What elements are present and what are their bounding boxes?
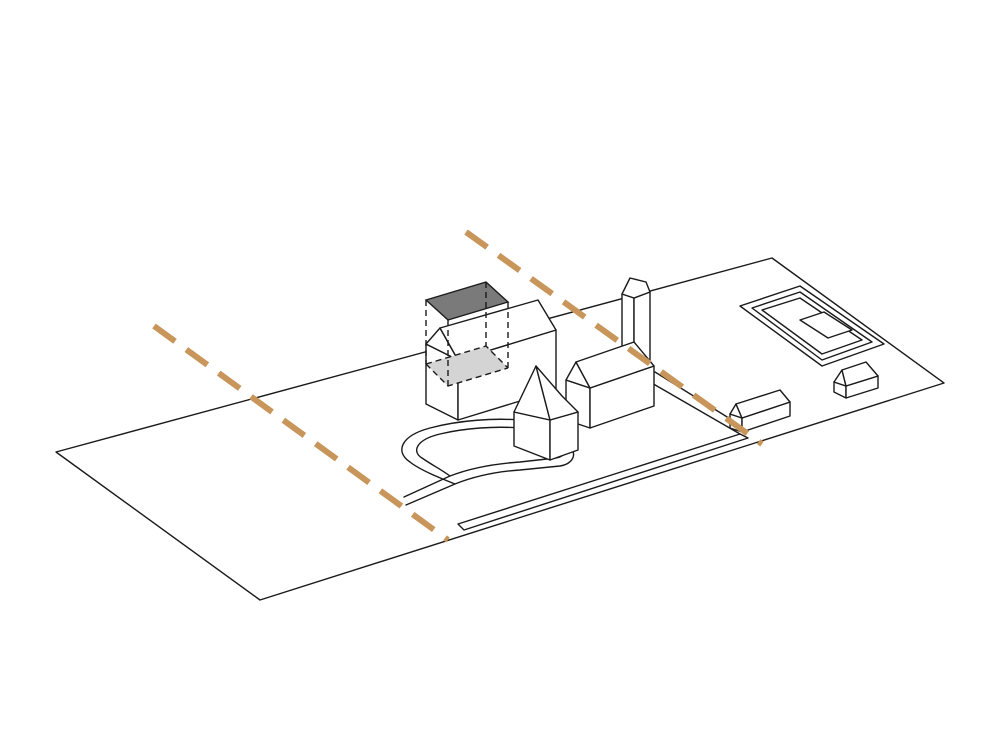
driveway-outer-edge bbox=[401, 418, 575, 506]
side-path bbox=[649, 381, 741, 435]
sight-axis-left bbox=[152, 323, 450, 543]
driveway-inner-edge bbox=[403, 426, 566, 498]
small-house-far-right bbox=[833, 361, 879, 399]
shed-right bbox=[729, 389, 791, 433]
middle-house bbox=[565, 341, 655, 429]
sight-axis-right bbox=[464, 229, 764, 447]
proposed-volume bbox=[424, 281, 510, 387]
proposed-volume-base bbox=[426, 346, 508, 386]
enclosure-top-right bbox=[739, 285, 885, 367]
front-path bbox=[457, 433, 749, 531]
front-house bbox=[513, 365, 579, 461]
